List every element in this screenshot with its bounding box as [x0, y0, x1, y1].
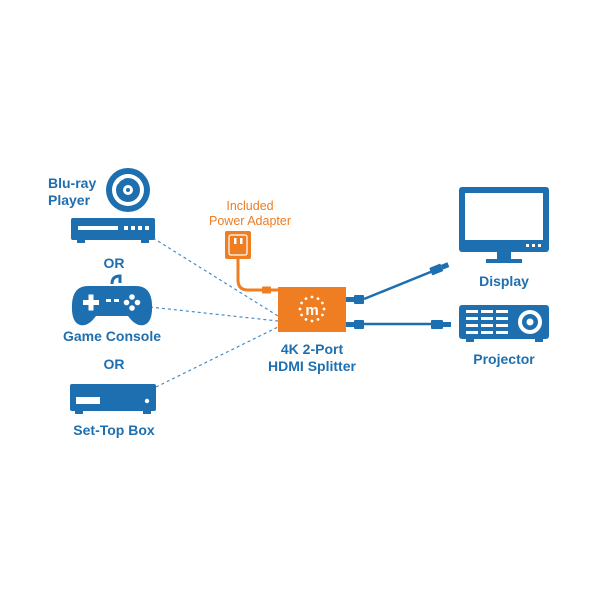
settop-box-icon: [70, 384, 156, 414]
dashed-connections: [149, 237, 279, 388]
splitter-label-line1: 4K 2-Port: [280, 341, 344, 357]
bluray-player-icon: [71, 218, 155, 243]
set-top-box-label: Set-Top Box: [73, 422, 155, 438]
bluray-label-line1: Blu-ray: [48, 175, 97, 191]
power-adapter-label-line1: Included: [226, 199, 274, 213]
hdmi-cable-display: [346, 262, 450, 304]
monitor-icon: [459, 187, 549, 263]
splitter-label: 4K 2-Port HDMI Splitter: [254, 341, 370, 375]
power-adapter-label-line2: Power Adapter: [209, 214, 291, 228]
dash-line-console: [149, 306, 279, 322]
splitter-label-line2: HDMI Splitter: [268, 358, 356, 374]
bluray-label: Blu-ray Player: [48, 175, 96, 209]
projector-label: Projector: [473, 351, 535, 367]
or-label-2: OR: [103, 356, 125, 372]
dash-line-settop: [155, 326, 279, 388]
bluray-label-line2: Player: [48, 192, 91, 208]
projector-icon: [459, 305, 549, 342]
manhattan-logo-icon: [298, 295, 326, 323]
or-label-1: OR: [103, 255, 125, 271]
game-console-label: Game Console: [62, 328, 162, 344]
disc-icon: [106, 168, 150, 212]
splitter-box-icon: m: [278, 287, 346, 332]
power-adapter-label: Included Power Adapter: [198, 199, 302, 229]
gamepad-icon: [71, 274, 153, 326]
dash-line-bluray: [152, 237, 279, 317]
hdmi-cable-projector: [346, 320, 451, 329]
splitter-logo: m: [305, 302, 318, 319]
power-adapter-icon: [225, 231, 278, 294]
display-label: Display: [479, 273, 529, 289]
